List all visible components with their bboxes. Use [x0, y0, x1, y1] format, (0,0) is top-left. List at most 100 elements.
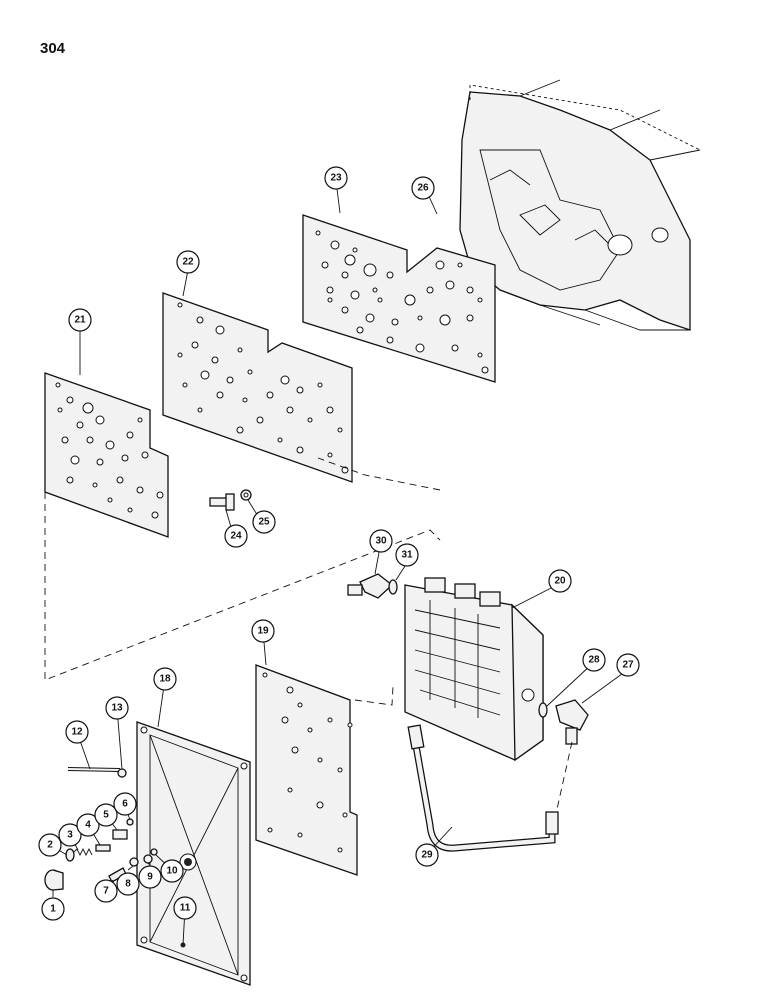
callout-31: 31	[395, 543, 419, 567]
plate-hole	[95, 415, 105, 425]
fitting-dashed-line	[554, 741, 573, 819]
valve-5	[112, 829, 128, 840]
plate-hole	[330, 240, 340, 250]
callout-5: 5	[94, 803, 118, 827]
plate-hole	[121, 454, 129, 462]
plate-hole	[316, 801, 324, 809]
plate-hole	[457, 262, 463, 268]
plate-hole	[356, 326, 364, 334]
plate-hole	[262, 672, 268, 678]
plate-hole	[404, 294, 416, 306]
callout-1: 1	[41, 897, 65, 921]
svg-text:4: 4	[85, 820, 91, 831]
plate-hole	[307, 727, 313, 733]
plate-hole	[350, 290, 360, 300]
callout-30: 30	[369, 529, 393, 553]
plate-hole	[445, 280, 455, 290]
plate-hole	[451, 344, 459, 352]
plate-hole	[182, 382, 188, 388]
elbow-fitting-30	[347, 573, 393, 599]
plate-hole	[344, 254, 356, 266]
pin-4	[95, 844, 111, 852]
plate-hole	[226, 376, 234, 384]
svg-text:11: 11	[180, 903, 191, 914]
plate-hole	[435, 260, 445, 270]
tube-29	[407, 724, 559, 852]
plug-1	[44, 869, 64, 891]
plate-hole	[281, 716, 289, 724]
plate-hole	[426, 286, 434, 294]
svg-text:9: 9	[147, 872, 153, 883]
plate-hole	[136, 486, 144, 494]
plate-hole	[237, 347, 243, 353]
plate-hole	[151, 511, 159, 519]
plate-hole	[267, 827, 273, 833]
svg-text:1: 1	[50, 904, 56, 915]
plate-hole	[365, 313, 375, 323]
o-ring-31	[388, 579, 398, 595]
plate-hole	[191, 341, 199, 349]
transmission-housing	[429, 79, 701, 331]
washer-25	[240, 489, 252, 501]
svg-text:19: 19	[257, 626, 269, 637]
svg-text:12: 12	[71, 727, 83, 738]
plate-hole	[341, 271, 349, 279]
svg-text:25: 25	[258, 517, 270, 528]
plate-hole	[321, 261, 329, 269]
plate-hole	[342, 812, 348, 818]
callout-12: 12	[65, 720, 89, 744]
svg-text:7: 7	[103, 886, 109, 897]
plate-hole	[372, 287, 378, 293]
plate-hole	[137, 417, 143, 423]
svg-text:21: 21	[74, 315, 86, 326]
plate-hole	[326, 406, 334, 414]
svg-text:10: 10	[166, 866, 178, 877]
svg-text:13: 13	[111, 703, 123, 714]
control-valve-20	[404, 577, 544, 762]
callout-4: 4	[76, 813, 100, 837]
plate-hole	[82, 402, 94, 414]
plate-hole	[317, 382, 323, 388]
gasket-23	[302, 214, 496, 383]
plate-hole	[337, 427, 343, 433]
plate-hole	[211, 356, 219, 364]
plate-hole	[297, 832, 303, 838]
callout-9: 9	[138, 865, 162, 889]
plate-hole	[327, 717, 333, 723]
plate-hole	[466, 314, 474, 322]
plate-22	[162, 292, 353, 483]
plate-hole	[61, 436, 69, 444]
callout-7: 7	[94, 879, 118, 903]
gasket-21	[44, 372, 169, 538]
o-ring-9	[143, 854, 153, 864]
svg-text:5: 5	[103, 810, 109, 821]
plate-19	[255, 664, 358, 876]
plate-hole	[247, 369, 253, 375]
callout-18: 18	[153, 667, 177, 691]
plate-hole	[66, 476, 74, 484]
plate-hole	[386, 271, 394, 279]
plate-hole	[96, 458, 104, 466]
plate-hole	[477, 297, 483, 303]
svg-text:2: 2	[47, 840, 53, 851]
callout-10: 10	[160, 859, 184, 883]
svg-text:6: 6	[122, 799, 128, 810]
callout-21: 21	[68, 308, 92, 332]
callout-27: 27	[616, 653, 640, 677]
plate-hole	[347, 722, 353, 728]
ball-10	[150, 848, 158, 856]
plate-hole	[481, 366, 489, 374]
plate-hole	[280, 375, 290, 385]
plate-hole	[86, 436, 94, 444]
callout-24: 24	[224, 524, 248, 548]
plate-hole	[76, 421, 84, 429]
callout-26: 26	[411, 176, 435, 200]
alignment-dashed-line	[44, 457, 441, 706]
plate-hole	[55, 382, 61, 388]
plate-hole	[315, 230, 321, 236]
plate-hole	[92, 482, 98, 488]
plate-hole	[126, 431, 134, 439]
plate-hole	[57, 407, 63, 413]
plate-hole	[386, 336, 394, 344]
callout-20: 20	[548, 569, 572, 593]
